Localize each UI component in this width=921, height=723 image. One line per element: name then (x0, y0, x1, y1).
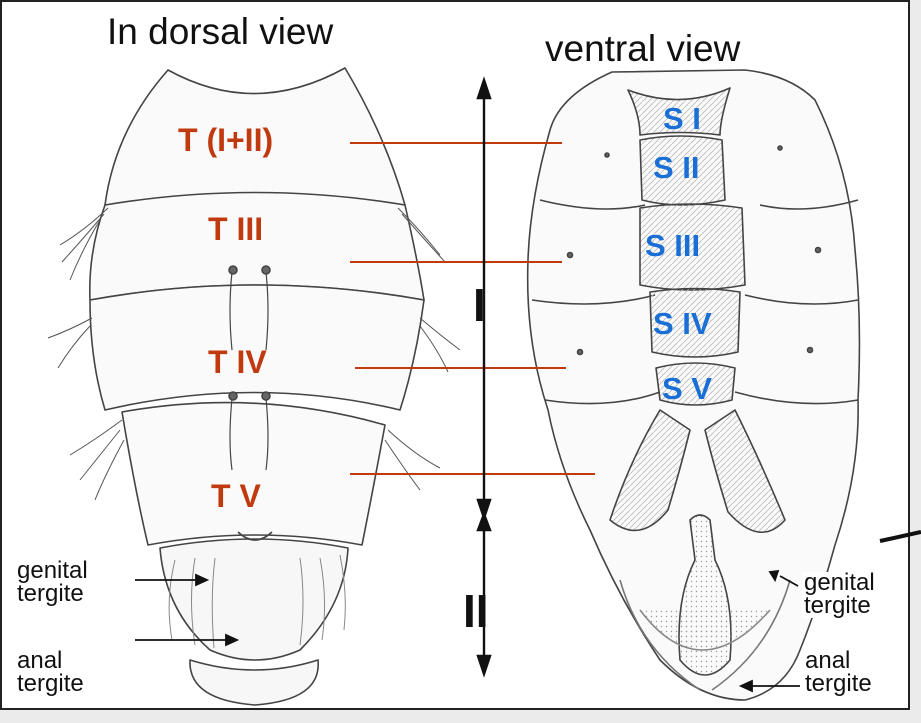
dorsal-anal-tergite (190, 660, 318, 705)
dorsal-anal-tergite-label: anal tergite (17, 650, 84, 696)
region-1-arrowhead-top (478, 80, 490, 98)
dorsal-genital-tergite (160, 539, 348, 660)
region-label-1: I (473, 282, 486, 328)
region-2-arrowhead-top (478, 514, 490, 530)
sternite-label-s1: S I (663, 103, 701, 134)
tergite-label-t4: T IV (208, 346, 267, 378)
region-label-2: II (463, 588, 489, 634)
sternite-label-s4: S IV (653, 308, 712, 339)
region-2-arrowhead-bottom (478, 656, 490, 674)
tergite-label-t3: T III (208, 213, 263, 245)
ventral-anal-tergite-label: anal tergite (803, 650, 874, 696)
dorsal-segment-t5 (122, 403, 385, 545)
dorsal-genital-tergite-label: genital tergite (17, 560, 88, 606)
tergite-label-t5: T V (211, 480, 261, 512)
sternite-label-s5: S V (662, 373, 712, 404)
dorsal-view-title: In dorsal view (107, 13, 333, 50)
sternite-label-s3: S III (645, 230, 700, 261)
ventral-genital-tergite-label: genital tergite (802, 572, 877, 618)
sternite-label-s2: S II (653, 152, 700, 183)
ventral-view-title: ventral view (545, 30, 740, 67)
tergite-label-t1: T (I+II) (178, 124, 273, 156)
dorsal-drawing (48, 68, 460, 705)
